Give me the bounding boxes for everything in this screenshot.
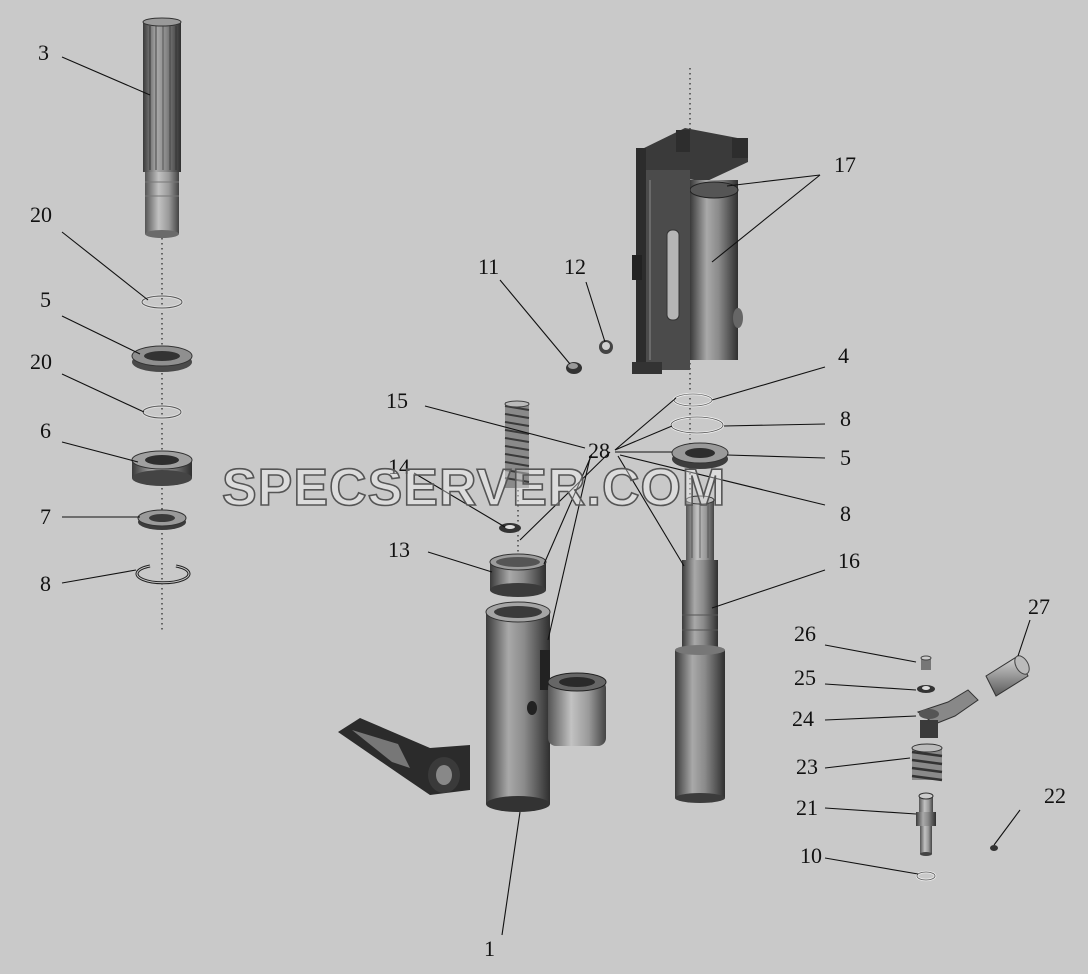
callout-27: 27	[1028, 594, 1050, 619]
part-8-retaining-ring-left	[135, 564, 191, 585]
callout-21: 21	[796, 795, 818, 820]
callout-13: 13	[388, 537, 410, 562]
leader-lines	[61, 56, 1031, 936]
callout-16: 16	[838, 548, 860, 573]
callout-20-lower: 20	[30, 349, 52, 374]
part-5-bearing-left	[131, 345, 193, 372]
part-10-ring	[915, 870, 937, 882]
callout-3: 3	[38, 40, 49, 65]
callout-15: 15	[386, 388, 408, 413]
callout-25: 25	[794, 665, 816, 690]
callout-26: 26	[794, 621, 816, 646]
part-27-pin	[985, 655, 1030, 697]
callout-17: 17	[834, 152, 856, 177]
callout-4: 4	[838, 343, 849, 368]
callout-5-right: 5	[840, 445, 851, 470]
part-14-washer	[499, 523, 521, 533]
part-7-washer	[137, 509, 187, 530]
part-11-bolt	[566, 362, 582, 374]
part-21-pin	[916, 792, 936, 856]
callout-labels: 3 20 5 20 6 7 8 17 11 12 4 8 5 8 15 28 1…	[30, 40, 1066, 961]
callout-5-left: 5	[40, 287, 51, 312]
callout-20-upper: 20	[30, 202, 52, 227]
part-25-washer	[917, 685, 935, 693]
callout-8-upper: 8	[840, 406, 851, 431]
part-13-bushing	[489, 553, 547, 597]
callout-28: 28	[588, 438, 610, 463]
part-6-bearing	[131, 450, 193, 486]
part-5-bearing-right	[671, 442, 729, 469]
part-4-snap-ring	[672, 392, 714, 408]
callout-24: 24	[792, 706, 814, 731]
part-26-bolt	[920, 655, 932, 670]
part-22-cotter	[990, 845, 998, 851]
callout-12: 12	[564, 254, 586, 279]
part-1-housing-lever	[338, 601, 607, 812]
part-20-snap-ring-lower	[141, 404, 183, 420]
callout-11: 11	[478, 254, 499, 279]
callout-6: 6	[40, 418, 51, 443]
part-16-shaft	[675, 495, 725, 803]
callout-8-lower: 8	[840, 501, 851, 526]
part-20-snap-ring-upper	[140, 294, 184, 310]
part-23-spring	[911, 743, 943, 782]
part-12-nut	[599, 340, 613, 354]
callout-1: 1	[484, 936, 495, 961]
watermark-text: SPECSERVER.COM	[222, 459, 726, 517]
callout-14: 14	[388, 454, 410, 479]
callout-8-left: 8	[40, 571, 51, 596]
part-8-o-ring-upper	[669, 415, 725, 435]
callout-10: 10	[800, 843, 822, 868]
callout-22: 22	[1044, 783, 1066, 808]
part-24-lever	[916, 689, 979, 738]
callout-7: 7	[40, 504, 51, 529]
part-15-spring	[504, 400, 530, 488]
callout-23: 23	[796, 754, 818, 779]
part-3-splined-shaft	[142, 17, 182, 238]
part-17-bracket-housing	[632, 128, 748, 374]
